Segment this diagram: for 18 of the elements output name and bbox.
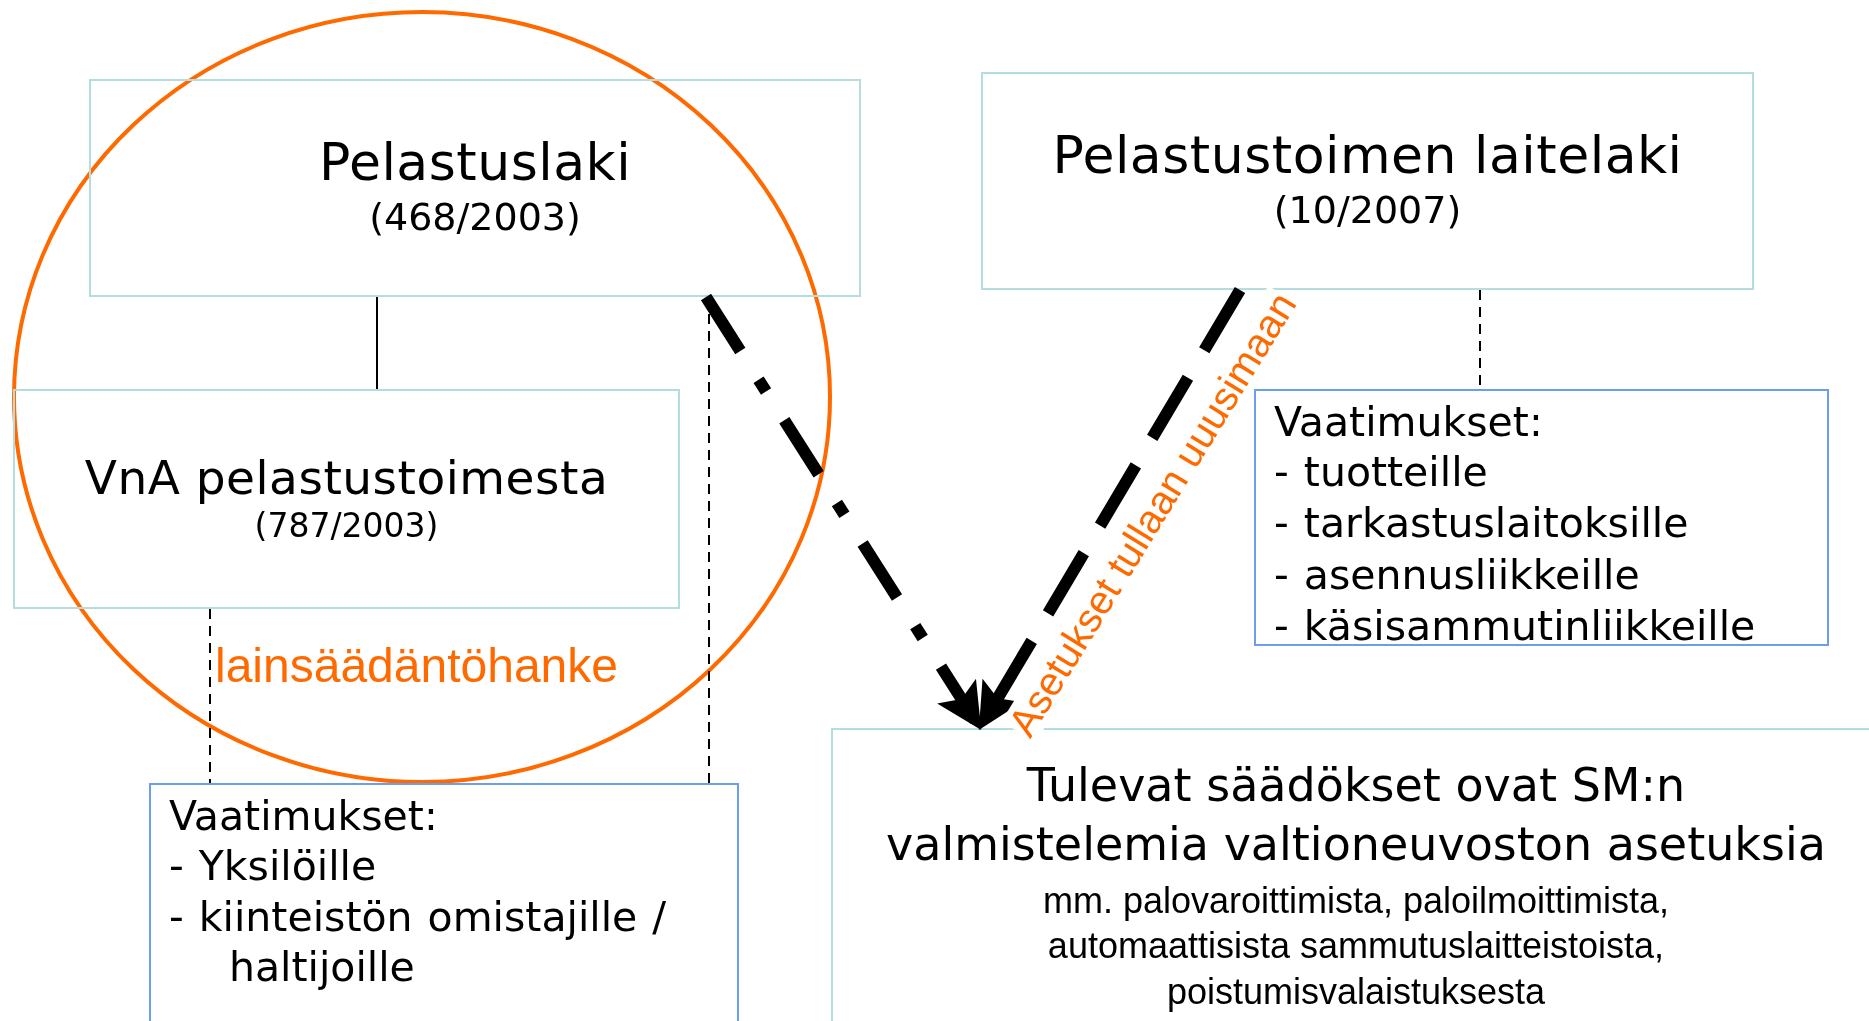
law-number: (787/2003)	[254, 504, 439, 547]
list-item: - Yksilöille	[169, 842, 378, 892]
text-box	[981, 72, 1754, 290]
connector-line	[209, 608, 211, 784]
annotation-label: lainsäädäntöhanke	[215, 640, 618, 693]
law-title: Pelastustoimen laitelaki	[1052, 126, 1683, 187]
text-box	[89, 79, 861, 297]
law-title: Pelastuslaki	[318, 133, 632, 194]
list-heading: Vaatimukset:	[169, 791, 439, 842]
text-box	[13, 389, 680, 609]
law-number: (10/2007)	[1273, 187, 1462, 235]
connector-line	[376, 296, 378, 390]
notice-text: mm. palovaroittimista, paloilmoittimista, automaattisista sammutuslaitteistoista, poistumisvalaistuksesta	[1041, 878, 1671, 1015]
requirements-box	[149, 783, 739, 1021]
law-number: (468/2003)	[369, 194, 581, 242]
list-item: - kiinteistön omistajille / haltijoille	[169, 893, 668, 992]
notice-heading: Tulevat säädökset ovat SM:n valmistelemia valtioneuvoston asetuksia	[885, 757, 1827, 873]
law-title: VnA pelastustoimesta	[84, 450, 609, 505]
